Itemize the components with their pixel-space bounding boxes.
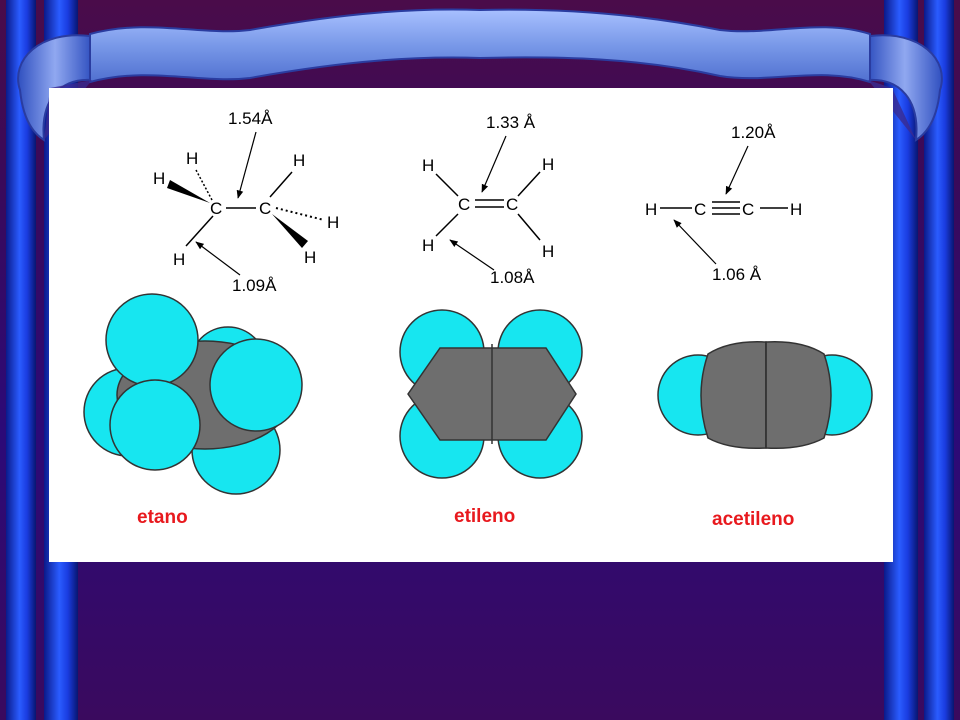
ethylene-name-label: etileno — [454, 506, 515, 527]
ethane-carbon-right: C — [259, 199, 271, 218]
ethylene-carbon-right: C — [506, 195, 518, 214]
acetylene-ch-bond-length: 1.06 Å — [712, 265, 762, 284]
ethane-space-filling-model — [83, 293, 303, 495]
ethylene-hydrogen: H — [422, 236, 434, 255]
acetylene-name-label: acetileno — [712, 509, 794, 530]
ethylene-space-filling-model — [399, 309, 583, 479]
acetylene-carbon-right: C — [742, 200, 754, 219]
acetylene-carbon-left: C — [694, 200, 706, 219]
acetylene-structure: H C C H 1.20Å 1.06 Å — [645, 123, 802, 284]
ethane-hydrogen: H — [293, 151, 305, 170]
ethylene-ch-bond-length: 1.08Å — [490, 268, 535, 287]
ethane-cc-bond-length: 1.54Å — [228, 109, 273, 128]
ethane-hydrogen: H — [304, 248, 316, 267]
acetylene-hydrogen: H — [645, 200, 657, 219]
ethane-structure: C C H H H H H H 1.54Å 1.09Å — [153, 109, 339, 295]
ethane-hydrogen: H — [327, 213, 339, 232]
acetylene-cc-bond-length: 1.20Å — [731, 123, 776, 142]
ethylene-structure: C C H H H H 1.33 Å 1.08Å — [422, 113, 554, 287]
banner-ribbon — [17, 8, 943, 142]
ethane-carbon-left: C — [210, 199, 222, 218]
ethylene-hydrogen: H — [422, 156, 434, 175]
ethane-hydrogen: H — [173, 250, 185, 269]
ethane-ch-bond-length: 1.09Å — [232, 276, 277, 295]
ethane-name-label: etano — [137, 507, 188, 528]
ethylene-hydrogen: H — [542, 155, 554, 174]
ethane-hydrogen: H — [186, 149, 198, 168]
acetylene-hydrogen: H — [790, 200, 802, 219]
ethylene-cc-bond-length: 1.33 Å — [486, 113, 536, 132]
ethylene-carbon-left: C — [458, 195, 470, 214]
acetylene-space-filling-model — [657, 341, 873, 450]
ethane-hydrogen: H — [153, 169, 165, 188]
ethylene-hydrogen: H — [542, 242, 554, 261]
